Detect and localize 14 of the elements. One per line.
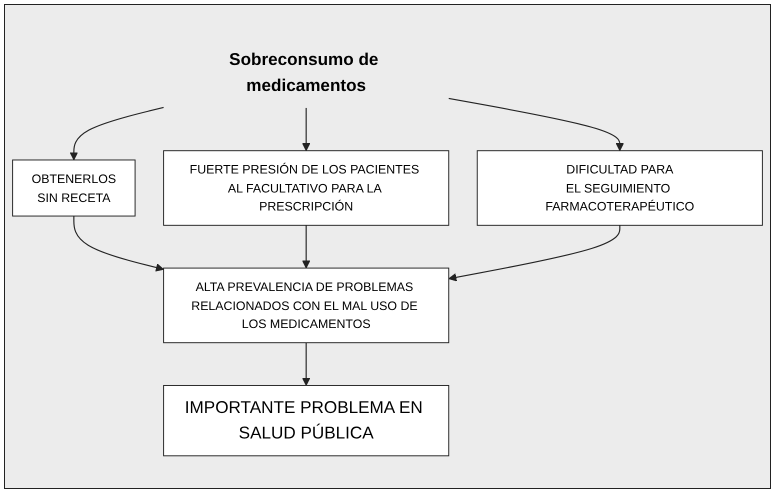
panel-background: Sobreconsumo de medicamentos OBTENERLOS SIN RECETA FUERTE PRESIÓN DE LOS PACIENTES AL FACULTATIVO PARA LA PRESCRIPCIÓN DIFICULTAD PARA EL SEGUIMIENTO FARMACOTERAPÉUTICO ALTA PREVALENCIA DE PROBLEMAS RELACIONADOS CON EL MAL USO DE LOS MEDICAMENTOS IMPORTANTE PROBLEMA EN SALUD PÚBLICA <box>4 4 771 489</box>
arrow <box>302 108 310 151</box>
node-text: Sobreconsumo de medicamentos <box>229 50 378 94</box>
node-box <box>163 150 450 226</box>
node-box <box>163 267 450 343</box>
node-box <box>163 384 450 456</box>
arrow <box>70 106 164 160</box>
arrow <box>448 225 620 282</box>
arrow <box>302 342 310 386</box>
arrow <box>73 216 164 272</box>
node-box <box>12 159 136 216</box>
arrow <box>448 98 624 151</box>
arrow <box>302 225 310 268</box>
node-box <box>476 150 763 226</box>
